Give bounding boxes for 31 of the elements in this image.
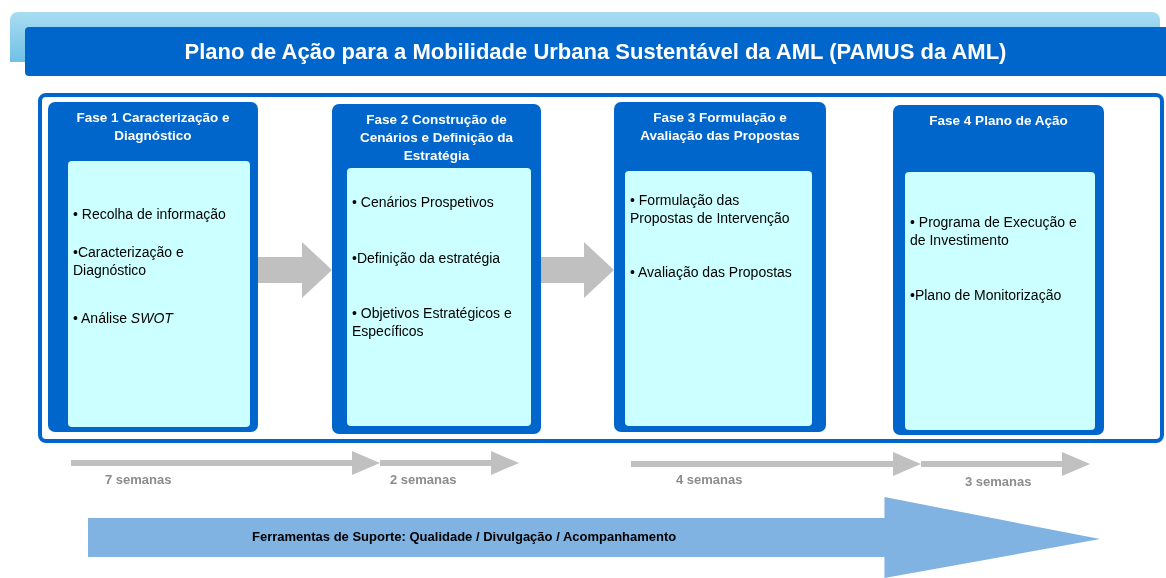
bullet-item: •Caracterização e Diagnóstico bbox=[73, 243, 185, 279]
bullet-item: • Análise SWOT bbox=[73, 309, 175, 327]
bullet-item: • Programa de Execução e de Investimento bbox=[910, 213, 1078, 249]
bullet-item: •Plano de Monitorização bbox=[910, 286, 1063, 304]
phase-heading: Fase 1 Caracterização e Diagnóstico bbox=[75, 109, 231, 145]
title-banner: Plano de Ação para a Mobilidade Urbana Sustentável da AML (PAMUS da AML) bbox=[25, 27, 1166, 76]
bullet-item: • Formulação das Propostas de Intervenção bbox=[630, 191, 791, 227]
phase-heading: Fase 2 Construção de Cenários e Definição da Estratégia bbox=[358, 111, 515, 165]
phase-heading: Fase 3 Formulação e Avaliação das Propostas bbox=[639, 109, 801, 145]
duration-label: 3 semanas bbox=[965, 474, 1032, 489]
bullet-item: • Recolha de informação bbox=[73, 205, 227, 223]
bullet-item: • Avaliação das Propostas bbox=[630, 263, 793, 281]
bullet-item: • Objetivos Estratégicos e Específicos bbox=[352, 304, 513, 340]
block-arrow bbox=[541, 242, 614, 298]
duration-label: 2 semanas bbox=[390, 472, 457, 487]
bullet-item: •Definição da estratégia bbox=[352, 249, 502, 267]
phase-heading: Fase 4 Plano de Ação bbox=[928, 112, 1069, 130]
duration-label: 4 semanas bbox=[676, 472, 743, 487]
phase-box bbox=[48, 102, 258, 432]
activity-panel bbox=[625, 171, 812, 426]
activity-panel bbox=[905, 172, 1095, 430]
activity-panel bbox=[347, 168, 531, 426]
bullet-item: • Cenários Prospetivos bbox=[352, 193, 495, 211]
phase-box bbox=[614, 102, 826, 432]
duration-label: 7 semanas bbox=[105, 472, 172, 487]
block-arrow bbox=[258, 242, 332, 298]
activity-panel bbox=[68, 161, 250, 427]
phase-box bbox=[332, 104, 541, 434]
phases-frame bbox=[38, 93, 1164, 443]
support-label: Ferramentas de Suporte: Qualidade / Divulgação / Acompanhamento bbox=[252, 529, 677, 544]
phase-box bbox=[893, 105, 1104, 435]
